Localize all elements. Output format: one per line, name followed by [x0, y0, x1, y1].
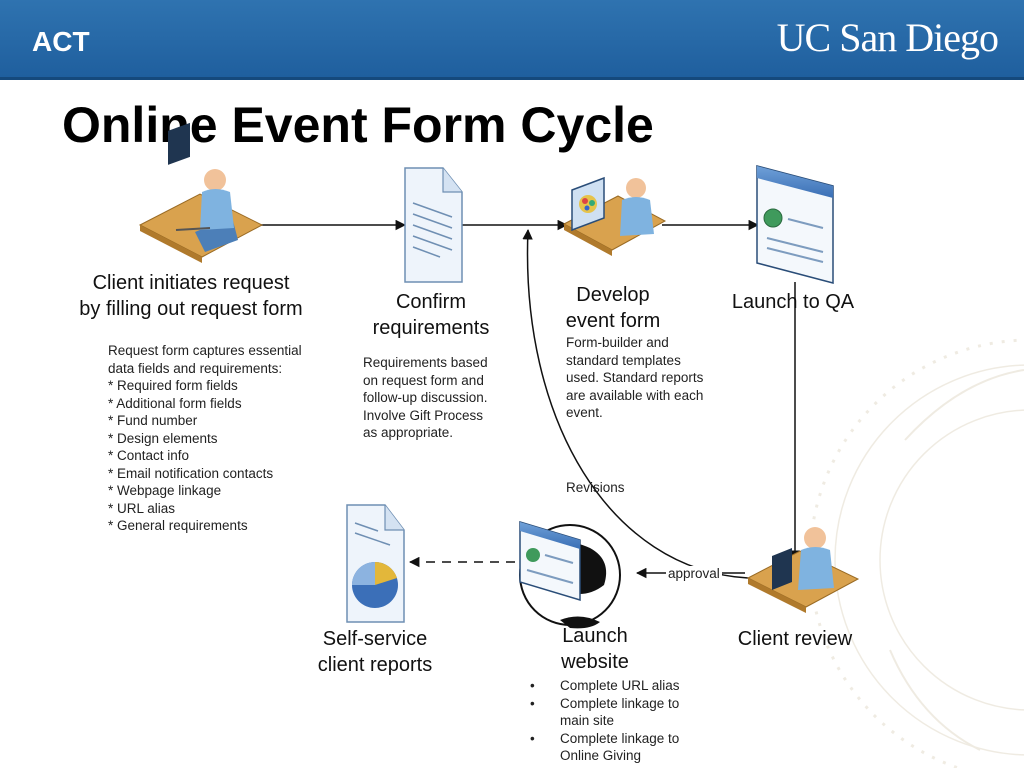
bullet-item: Complete URL alias [520, 677, 680, 695]
document-icon [404, 167, 463, 283]
edge-label-revisions: Revisions [566, 480, 625, 495]
node-label-confirm: Confirm requirements [372, 291, 490, 339]
edge-label-approval: approval [666, 566, 722, 581]
launch-website-bullets: Complete URL alias Complete linkage toma… [520, 677, 680, 765]
brand-logo: UC San Diego [776, 15, 999, 60]
node-label-launch-website: Launch website [561, 625, 629, 673]
request-form-description: Request form captures essential data fie… [108, 343, 302, 533]
node-label-reports: Self-service client reports [317, 628, 433, 676]
node-label-launch-qa: Launch to QA [731, 291, 855, 313]
form-builder-description: Form-builder and standard templates used… [566, 335, 704, 420]
report-document-icon [346, 504, 405, 623]
globe-website-icon [519, 520, 621, 629]
requirements-description: Requirements based on request form and f… [363, 355, 488, 440]
node-label-client-request: Client initiates request by filling out … [79, 272, 303, 320]
flow-arrows [240, 219, 801, 579]
org-label: ACT [32, 26, 90, 57]
slide-header: ACT UC San Diego [0, 0, 1024, 80]
slide-title: Online Event Form Cycle [62, 97, 654, 153]
node-label-develop: Develop event form [565, 284, 661, 332]
seal-watermark [808, 338, 1024, 768]
node-label-client-review: Client review [737, 628, 853, 650]
person-at-desk-icon [138, 122, 264, 263]
reviewer-at-desk-icon [746, 527, 860, 613]
developer-at-desk-icon [562, 176, 667, 256]
browser-window-icon [756, 165, 834, 284]
